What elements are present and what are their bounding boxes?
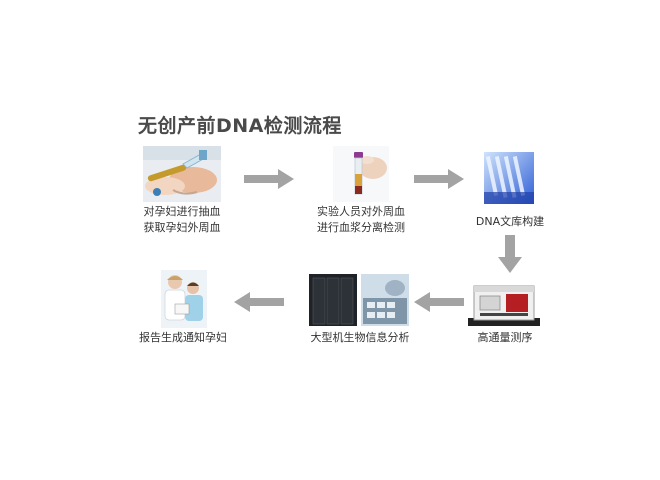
arrow-right-icon bbox=[244, 169, 294, 189]
arrow-left-icon bbox=[234, 292, 284, 312]
blood-draw-photo bbox=[143, 146, 221, 202]
step-label-bioinformatics: 大型机生物信息分析 bbox=[310, 331, 410, 344]
step-label-sequencing: 高通量测序 bbox=[477, 331, 533, 344]
test-tube-photo bbox=[333, 146, 389, 202]
arrow-right-icon bbox=[414, 169, 464, 189]
step-label-plasma-separation: 实验人员对外周血 进行血浆分离检测 bbox=[317, 205, 405, 234]
sequencer-machine-photo bbox=[466, 280, 542, 328]
arrow-down-icon bbox=[498, 235, 522, 273]
diagram-title: 无创产前DNA检测流程 bbox=[138, 115, 342, 137]
doctor-patient-photo bbox=[161, 270, 207, 328]
step-label-blood-draw: 对孕妇进行抽血 获取孕妇外周血 bbox=[143, 205, 221, 234]
step-label-report: 报告生成通知孕妇 bbox=[139, 331, 227, 344]
pipette-tubes-photo bbox=[484, 152, 534, 204]
server-keyboard-photo bbox=[309, 272, 409, 328]
step-label-dna-library: DNA文库构建 bbox=[475, 215, 545, 228]
arrow-left-icon bbox=[414, 292, 464, 312]
